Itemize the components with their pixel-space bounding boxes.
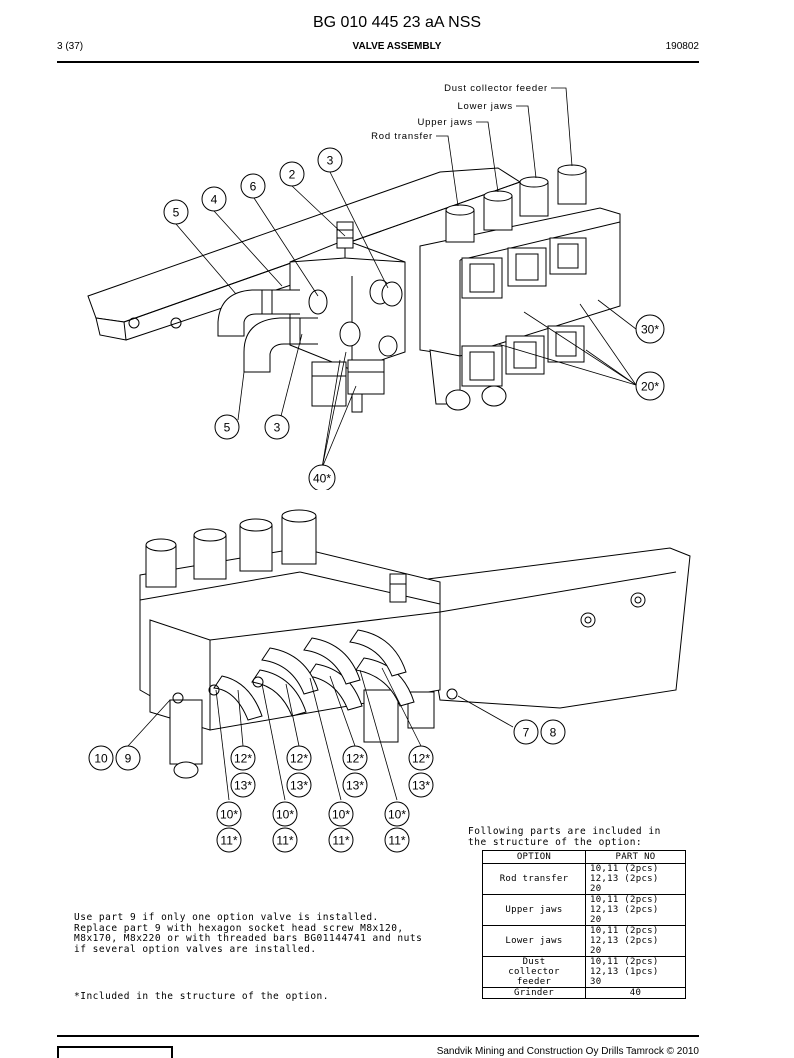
svg-text:13*: 13*: [290, 779, 308, 793]
header-rule: [57, 61, 699, 63]
svg-text:10: 10: [94, 752, 108, 766]
balloon-bottom-16: 10*: [384, 801, 410, 827]
column-header-option: OPTION: [482, 850, 586, 864]
balloon-bottom-2: 8: [540, 719, 566, 745]
balloon-bottom-7: 12*: [342, 745, 368, 771]
callout-lower-jaws: Lower jaws: [457, 101, 513, 112]
column-header-part-no: PART NO: [585, 850, 686, 864]
balloon-top-4: 4: [201, 186, 227, 212]
callout-dust-collector-feeder: Dust collector feeder: [444, 83, 548, 94]
balloon-bottom-19: 11*: [328, 827, 354, 853]
svg-text:4: 4: [211, 193, 218, 207]
page-number: 3 (37): [57, 41, 84, 52]
svg-text:5: 5: [173, 206, 180, 220]
svg-text:3: 3: [327, 154, 334, 168]
svg-text:10*: 10*: [276, 808, 294, 822]
callout-upper-jaws: Upper jaws: [417, 117, 473, 128]
svg-text:12*: 12*: [234, 752, 252, 766]
balloon-top-2: 2: [279, 161, 305, 187]
svg-text:10*: 10*: [388, 808, 406, 822]
table-row: Rod transfer 10,11 (2pcs)12,13 (2pcs)20: [482, 863, 686, 895]
balloon-bottom-11: 13*: [342, 772, 368, 798]
balloon-bottom-10: 13*: [286, 772, 312, 798]
balloon-bottom-4: 9: [115, 745, 141, 771]
svg-text:11*: 11*: [220, 834, 237, 848]
balloon-bottom-3: 10: [88, 745, 114, 771]
document-date: 190802: [665, 41, 699, 52]
svg-text:40*: 40*: [313, 472, 331, 486]
balloon-top-5: 5: [163, 199, 189, 225]
valve-assembly-bottom-view: 7 8 10 9 12* 12* 12* 12* 13* 13* 13* 13*…: [88, 509, 691, 853]
table-row: Lower jaws 10,11 (2pcs)12,13 (2pcs)20: [482, 925, 686, 957]
balloon-bottom-9: 13*: [230, 772, 256, 798]
svg-text:11*: 11*: [276, 834, 293, 848]
svg-text:10*: 10*: [220, 808, 238, 822]
balloon-top-10: 40*: [308, 464, 336, 490]
svg-text:10*: 10*: [332, 808, 350, 822]
svg-text:13*: 13*: [346, 779, 364, 793]
svg-text:12*: 12*: [412, 752, 430, 766]
balloon-bottom-20: 11*: [384, 827, 410, 853]
svg-text:12*: 12*: [346, 752, 364, 766]
balloon-top-6: 30*: [635, 314, 665, 344]
balloon-bottom-13: 10*: [216, 801, 242, 827]
balloon-top-7: 20*: [635, 371, 665, 401]
balloon-bottom-5: 12*: [230, 745, 256, 771]
footer-rule: [57, 1035, 699, 1037]
svg-text:20*: 20*: [641, 380, 659, 394]
svg-text:11*: 11*: [388, 834, 405, 848]
balloon-top-9: 3: [264, 414, 290, 440]
svg-text:3: 3: [274, 421, 281, 435]
options-note: Following parts are included in the stru…: [468, 826, 661, 848]
balloon-bottom-1: 7: [513, 719, 539, 745]
svg-text:5: 5: [224, 421, 231, 435]
table-row: Upper jaws 10,11 (2pcs)12,13 (2pcs)20: [482, 894, 686, 926]
options-table-header: OPTION PART NO: [482, 850, 686, 864]
balloon-bottom-15: 10*: [328, 801, 354, 827]
document-id: BG 010 445 23 aA NSS: [312, 14, 482, 31]
svg-text:30*: 30*: [641, 323, 659, 337]
balloon-bottom-8: 12*: [408, 745, 434, 771]
svg-text:11*: 11*: [332, 834, 349, 848]
svg-text:13*: 13*: [412, 779, 430, 793]
page-title: VALVE ASSEMBLY: [352, 41, 442, 52]
balloon-top-8: 5: [214, 414, 240, 440]
svg-text:12*: 12*: [290, 752, 308, 766]
svg-text:13*: 13*: [234, 779, 252, 793]
valve-assembly-top-view: Dust collector feeder Lower jaws Upper j…: [87, 83, 665, 490]
callout-rod-transfer: Rod transfer: [371, 131, 433, 142]
table-row: Grinder 40: [482, 987, 686, 999]
svg-text:7: 7: [523, 726, 530, 740]
footer-copyright: Sandvik Mining and Construction Oy Drill…: [436, 1046, 699, 1057]
balloon-top-3: 6: [240, 173, 266, 199]
svg-text:2: 2: [289, 168, 296, 182]
balloon-bottom-12: 13*: [408, 772, 434, 798]
balloon-bottom-18: 11*: [272, 827, 298, 853]
usage-note: Use part 9 if only one option valve is i…: [74, 912, 423, 955]
included-note: *Included in the structure of the option…: [74, 991, 329, 1002]
balloon-bottom-14: 10*: [272, 801, 298, 827]
balloon-bottom-17: 11*: [216, 827, 242, 853]
balloon-top-1: 3: [317, 147, 343, 173]
balloon-bottom-6: 12*: [286, 745, 312, 771]
svg-text:9: 9: [125, 752, 132, 766]
options-table: OPTION PART NO Rod transfer 10,11 (2pcs)…: [482, 850, 686, 999]
svg-text:6: 6: [250, 180, 257, 194]
svg-text:8: 8: [550, 726, 557, 740]
sandvik-logo: [57, 1046, 173, 1058]
